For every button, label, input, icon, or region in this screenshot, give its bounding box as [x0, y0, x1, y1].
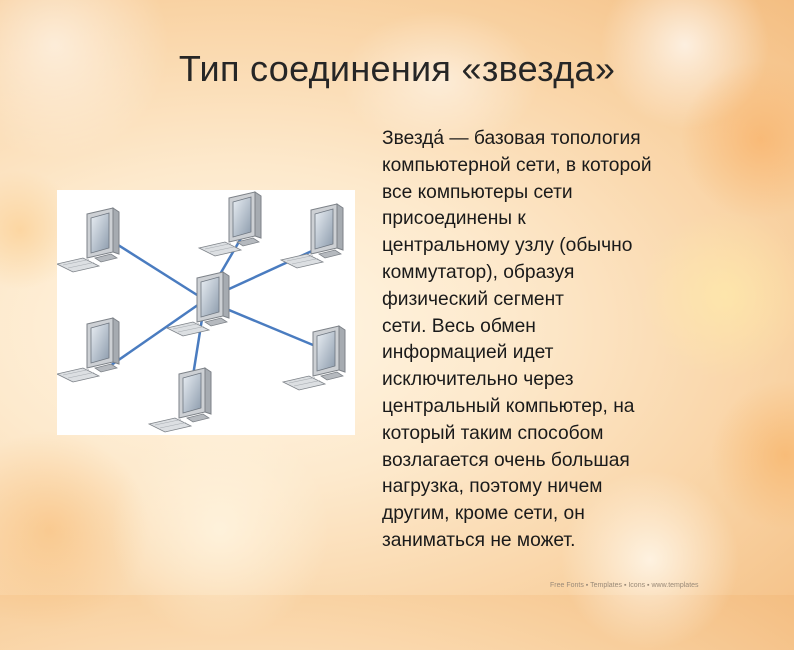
body-text-line: присоединены к [382, 206, 742, 233]
slide-title: Тип соединения «звезда» [0, 48, 794, 90]
body-text-line: исключительно через [382, 367, 742, 394]
computer-icon [57, 318, 119, 382]
body-text-line: все компьютеры сети [382, 180, 742, 207]
body-text-line: который таким способом [382, 421, 742, 448]
computer-icon [57, 208, 119, 272]
body-text-line: возлагается очень большая [382, 448, 742, 475]
body-text-line: нагрузка, поэтому ничем [382, 474, 742, 501]
body-text-line: заниматься не может. [382, 528, 742, 555]
footer-credit: Free Fonts ▪ Templates ▪ Icons ▪ www.tem… [550, 582, 699, 589]
body-text-line: центральному узлу (обычно [382, 233, 742, 260]
body-text-line: физический сегмент [382, 287, 742, 314]
computer-icon [149, 368, 211, 432]
body-text-line: сети. Весь обмен [382, 314, 742, 341]
body-text-line: информацией идет [382, 340, 742, 367]
body-text-line: компьютерной сети, в которой [382, 153, 742, 180]
body-text-line: коммутатор), образуя [382, 260, 742, 287]
body-text-line: центральный компьютер, на [382, 394, 742, 421]
star-topology-diagram [57, 190, 355, 435]
body-text-line: другим, кроме сети, он [382, 501, 742, 528]
body-text-line: Звезда́ — базовая топология [382, 126, 742, 153]
computer-icon [281, 204, 343, 268]
computer-icon [199, 192, 261, 256]
